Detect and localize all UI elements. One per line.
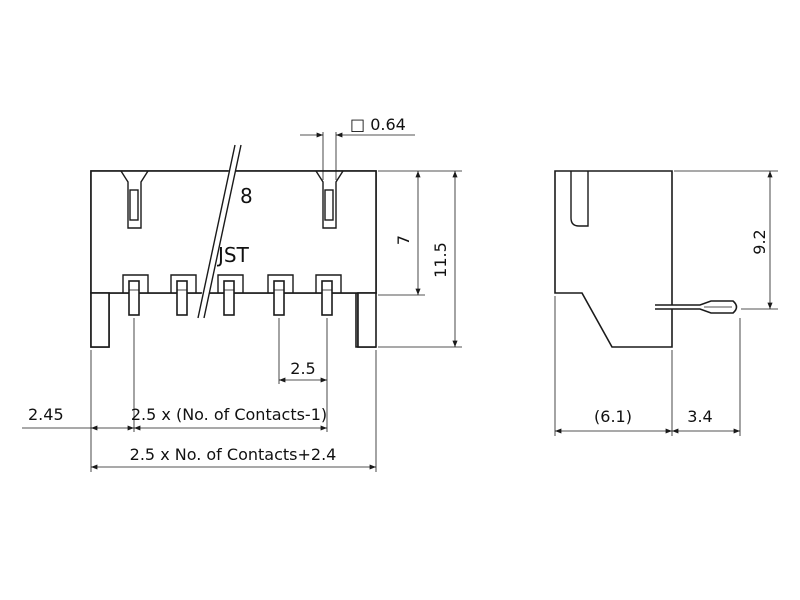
circuit-number: 8	[240, 184, 253, 208]
pin-slots	[122, 274, 342, 293]
dim-pin-square-label: □ 0.64	[350, 115, 406, 134]
dim-edge-offset-label: 2.45	[28, 405, 64, 424]
side-view	[554, 170, 738, 348]
dim-total-height-label: 11.5	[431, 242, 450, 278]
side-housing	[554, 170, 673, 348]
side-dim-depth-label: (6.1)	[594, 407, 632, 426]
dim-overall-width-label: 2.5 x No. of Contacts+2.4	[130, 445, 337, 464]
dim-pitch-label: 2.5	[290, 359, 315, 378]
side-pin	[655, 300, 738, 314]
side-dimensions: 9.2 (6.1) 3.4	[554, 170, 778, 436]
dim-pin-span-label: 2.5 x (No. of Contacts-1)	[131, 405, 327, 424]
pins	[128, 280, 333, 316]
brand-mark: JST	[216, 243, 250, 267]
contact-window-left	[120, 170, 149, 229]
left-boss	[90, 292, 110, 348]
contact-window-right	[315, 170, 344, 229]
side-dim-pin-projection-label: 3.4	[687, 407, 712, 426]
front-view: 8 JST	[90, 144, 377, 348]
side-dim-height-label: 9.2	[750, 229, 769, 254]
break-lines	[196, 144, 242, 319]
front-dimensions: □ 0.64 7 11.5 2.5 2.45 2.5 x (No. of Con…	[22, 115, 462, 472]
side-latch-slot	[570, 171, 589, 227]
dim-housing-top-label: 7	[394, 235, 413, 245]
right-boss	[357, 292, 377, 348]
